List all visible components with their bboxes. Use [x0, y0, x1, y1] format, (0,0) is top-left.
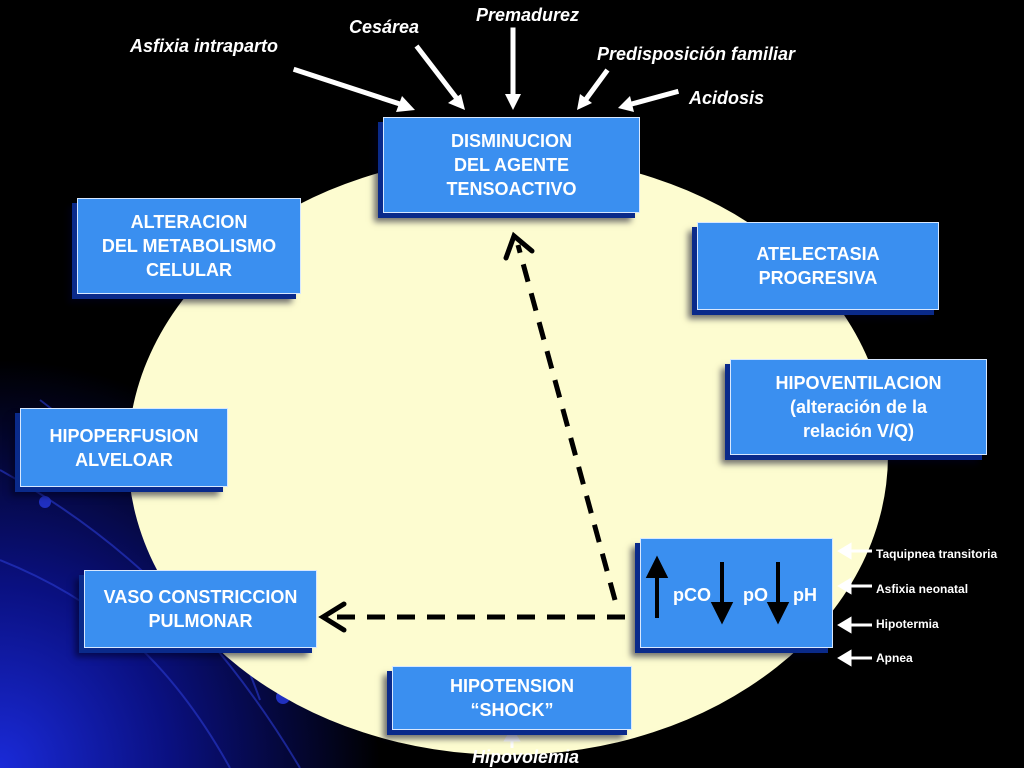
- dashed-arrow-up-head: [503, 231, 535, 261]
- box-alteracion-label: ALTERACION DEL METABOLISMO CELULAR: [101, 212, 277, 280]
- arrow-hipovolemia: [503, 727, 521, 748]
- factor-apnea: Apnea: [876, 651, 913, 665]
- gas-arrows: [645, 555, 790, 625]
- box-hipoperfusion-label: HIPOPERFUSION ALVELOAR: [49, 425, 199, 470]
- box-disminucion-agente-tensoactivo: DISMINUCION DEL AGENTE TENSOACTIVO: [383, 117, 640, 213]
- box-disminucion-label: DISMINUCION DEL AGENTE TENSOACTIVO: [446, 131, 577, 199]
- arrow-asfixia-intraparto: [292, 66, 410, 110]
- arrow-acidosis: [624, 88, 680, 109]
- box-alteracion-metabolismo: ALTERACION DEL METABOLISMO CELULAR: [77, 198, 301, 294]
- box-atelectasia-label: ATELECTASIA PROGRESIVA: [756, 244, 880, 288]
- box-hipotension-shock: HIPOTENSION “SHOCK”: [392, 666, 632, 730]
- factor-hipovolemia: Hipovolemia: [472, 747, 580, 767]
- dashed-arrow-left-head: [318, 601, 347, 633]
- box-hipotension-label: HIPOTENSION “SHOCK”: [449, 676, 574, 720]
- arrow-predisposicion: [580, 68, 610, 106]
- factor-hipotermia: Hipotermia: [876, 617, 939, 631]
- factor-asfixia-neonatal: Asfixia neonatal: [876, 582, 969, 596]
- factor-premadurez: Premadurez: [476, 5, 580, 25]
- box-hipoperfusion-alveolar: HIPOPERFUSION ALVELOAR: [20, 408, 228, 487]
- box-vaso-label: VASO CONSTRICCION PULMONAR: [103, 587, 298, 631]
- gas-po: pO: [743, 585, 768, 605]
- factor-asfixia-intraparto: Asfixia intraparto: [130, 36, 279, 56]
- factor-acidosis: Acidosis: [689, 88, 765, 108]
- box-gases: [640, 538, 833, 648]
- box-atelectasia-progresiva: ATELECTASIA PROGRESIVA: [697, 222, 939, 310]
- arrow-cesarea: [414, 44, 462, 104]
- box-hipoventilacion: HIPOVENTILACION (alteración de la relaci…: [730, 359, 987, 455]
- gas-pco: pCO: [673, 585, 711, 605]
- dashed-arrow-up: [515, 244, 618, 601]
- gas-ph: pH: [793, 585, 817, 605]
- factor-predisposicion-familiar: Predisposición familiar: [597, 44, 796, 64]
- box-vaso-constriccion: VASO CONSTRICCION PULMONAR: [84, 570, 317, 648]
- factor-cesarea: Cesárea: [349, 17, 420, 37]
- box-hipoventilacion-label: HIPOVENTILACION (alteración de la relaci…: [775, 373, 942, 441]
- factor-taquipnea-transitoria: Taquipnea transitoria: [876, 547, 998, 561]
